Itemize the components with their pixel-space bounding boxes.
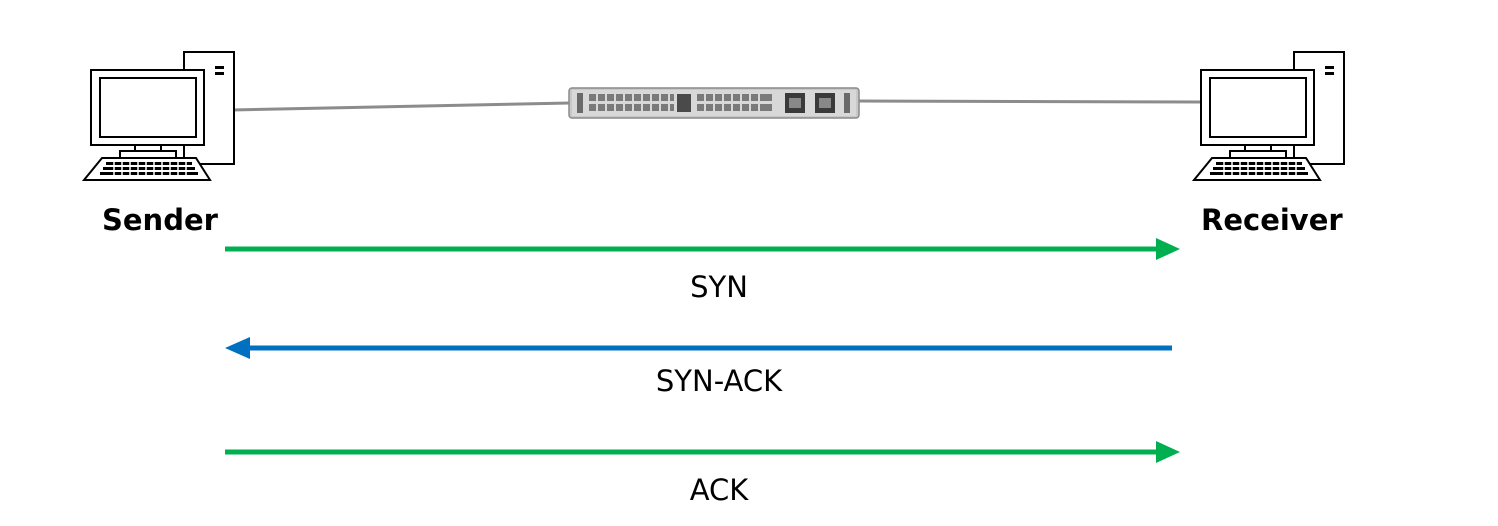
- syn-ack-label: SYN-ACK: [655, 364, 783, 398]
- sender-computer-icon: [83, 51, 235, 181]
- receiver-label: Receiver: [1201, 203, 1343, 237]
- sender-label: Sender: [102, 203, 218, 237]
- network-switch-icon: [568, 87, 860, 119]
- syn-ack-arrow: [225, 337, 1172, 359]
- ack-arrow: [225, 441, 1180, 463]
- ack-label: ACK: [689, 473, 749, 507]
- syn-label: SYN: [690, 270, 748, 304]
- receiver-computer-icon: [1193, 51, 1345, 181]
- link-sender-switch: [231, 101, 571, 112]
- link-switch-receiver: [856, 99, 1201, 104]
- syn-arrow: [225, 238, 1180, 260]
